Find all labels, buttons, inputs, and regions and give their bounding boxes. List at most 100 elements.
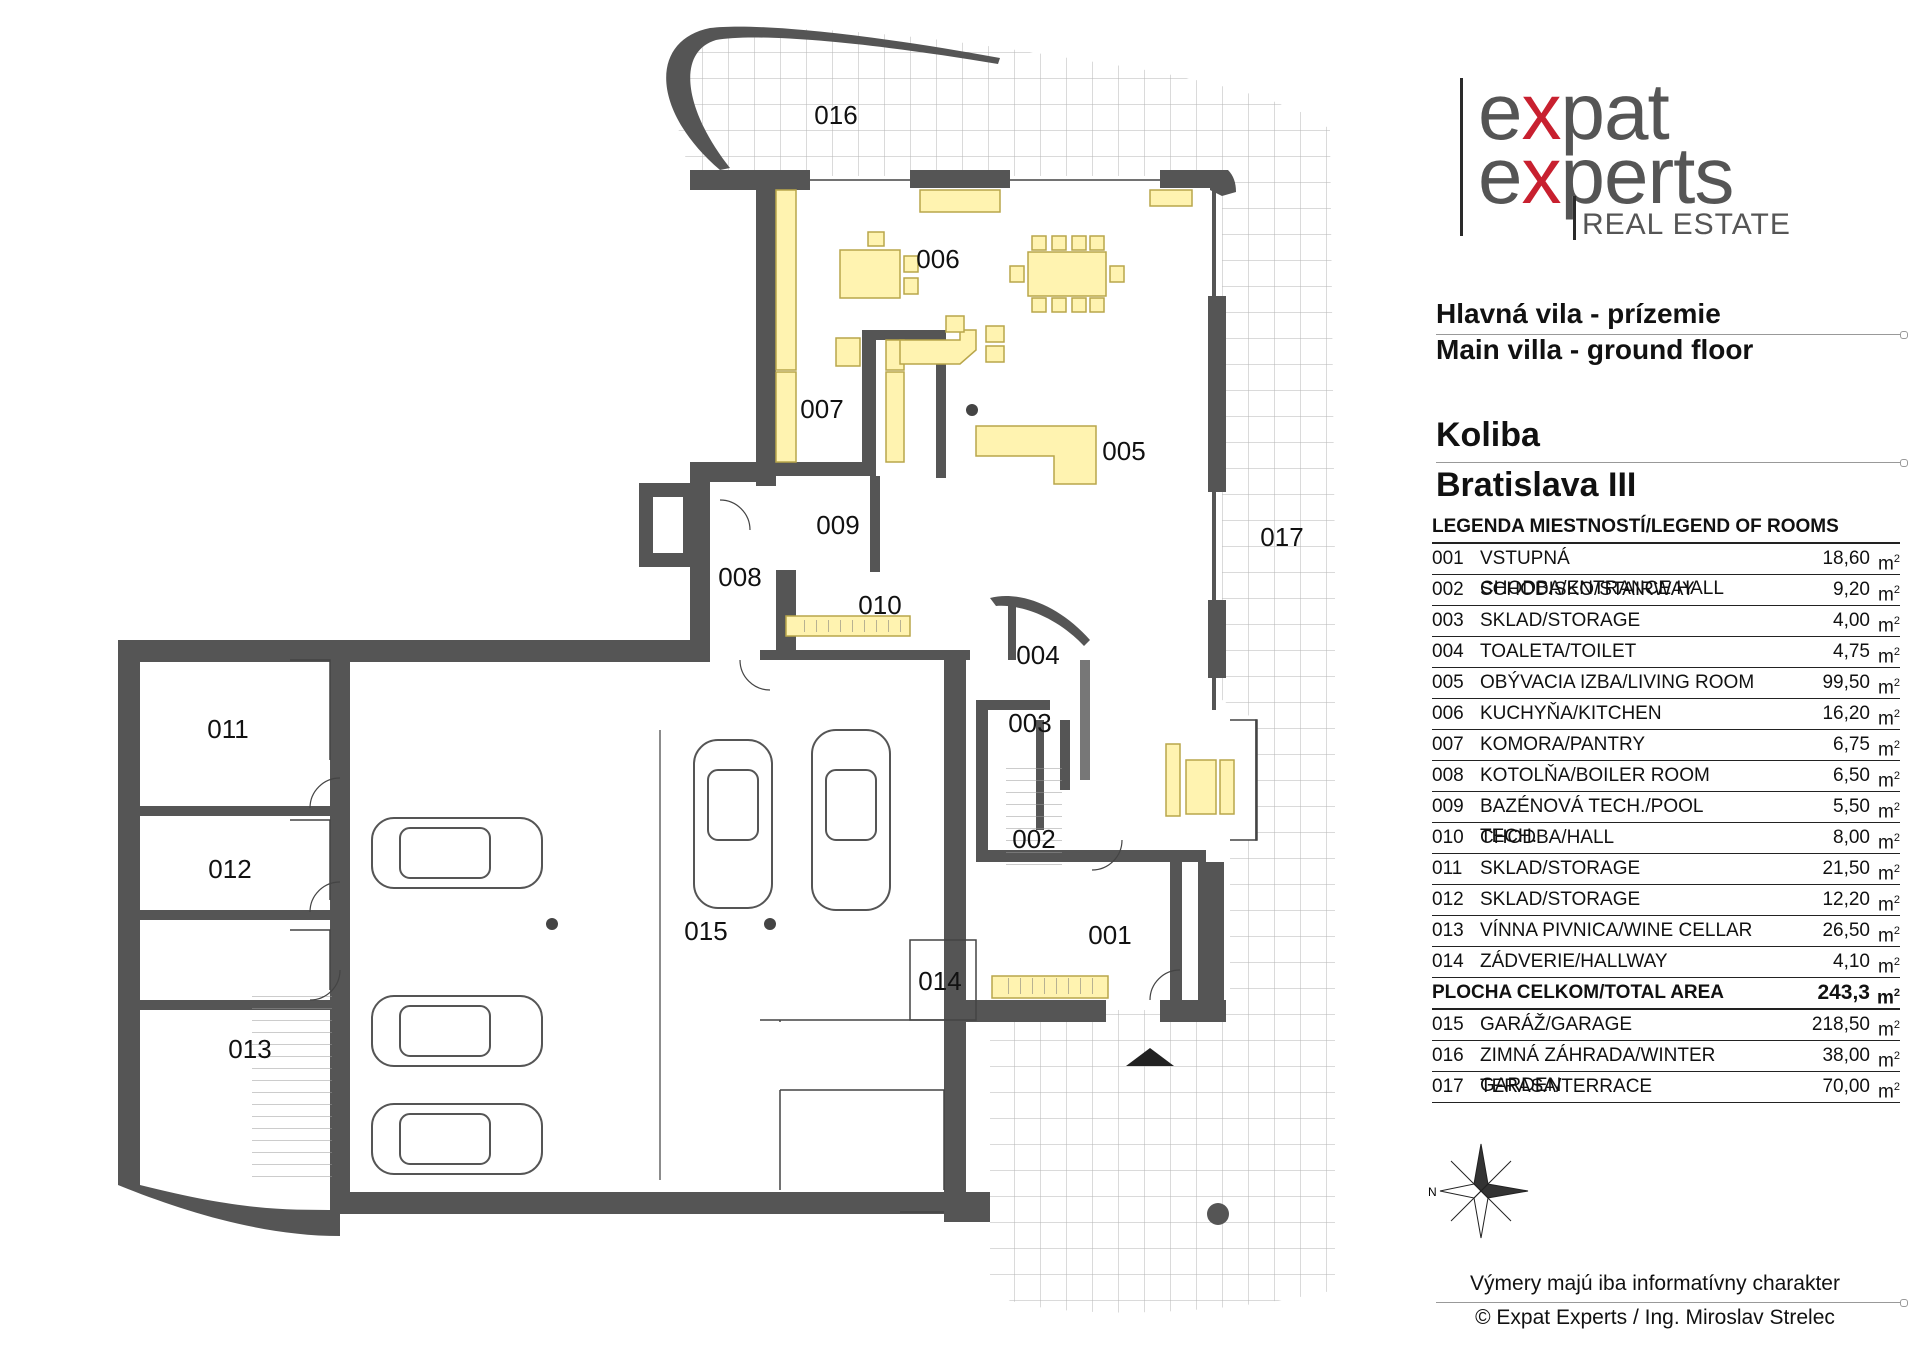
legend-row: 009 BAZÉNOVÁ TECH./POOL TECH. 5,50 m2 xyxy=(1432,792,1900,847)
legend-name: ZÁDVERIE/HALLWAY xyxy=(1480,951,1668,972)
legend-row: 012 SKLAD/STORAGE 12,20 m2 xyxy=(1432,885,1900,916)
legend-name: ZIMNÁ ZÁHRADA/WINTER GARDEN xyxy=(1480,1045,1716,1096)
legend-row: 014 ZÁDVERIE/HALLWAY 4,10 m2 xyxy=(1432,947,1900,978)
legend-area: 218,50 xyxy=(1811,1014,1870,1035)
legend-name: GARÁŽ/GARAGE xyxy=(1480,1014,1633,1035)
room-label-006: 006 xyxy=(916,244,959,274)
legend-num: 012 xyxy=(1432,889,1464,910)
locality-title: Koliba xyxy=(1436,416,1540,454)
legend-heading: LEGENDA MIESTNOSTÍ/LEGEND OF ROOMS xyxy=(1432,512,1900,544)
compass: N xyxy=(1426,1136,1536,1251)
room-label-013: 013 xyxy=(228,1034,271,1064)
legend-name: TOALETA/TOILET xyxy=(1480,641,1637,662)
legend-area: 18,60 xyxy=(1822,548,1870,569)
info-panel: expat experts REAL ESTATE Hlavná vila - … xyxy=(1420,0,1910,1356)
legend-unit: m2 xyxy=(1878,553,1900,575)
legend-area: 16,20 xyxy=(1822,703,1870,724)
legend-num: 013 xyxy=(1432,920,1464,941)
legend-area: 5,50 xyxy=(1833,796,1870,817)
legend-num: 004 xyxy=(1432,641,1464,662)
room-legend: LEGENDA MIESTNOSTÍ/LEGEND OF ROOMS 001 VS… xyxy=(1432,512,1900,1103)
legend-name: SKLAD/STORAGE xyxy=(1480,889,1641,910)
legend-num: 003 xyxy=(1432,610,1464,631)
legend-area: 12,20 xyxy=(1822,889,1870,910)
legend-name: VÍNNA PIVNICA/WINE CELLAR xyxy=(1480,920,1753,941)
expat-experts-logo: expat experts REAL ESTATE xyxy=(1442,36,1822,241)
legend-num: 007 xyxy=(1432,734,1464,755)
legend-num: 001 xyxy=(1432,548,1464,569)
room-label-009: 009 xyxy=(816,510,859,540)
logo-subtitle: REAL ESTATE xyxy=(1582,208,1791,241)
legend-area: 4,00 xyxy=(1833,610,1870,631)
legend-num: 011 xyxy=(1432,858,1463,879)
legend-row: 016 ZIMNÁ ZÁHRADA/WINTER GARDEN 38,00 m2 xyxy=(1432,1041,1900,1096)
legend-unit: m2 xyxy=(1878,801,1900,823)
legend-area: 4,10 xyxy=(1833,951,1870,972)
legend-num: 010 xyxy=(1432,827,1464,848)
legend-name: TERASA/TERRACE xyxy=(1480,1076,1653,1097)
legend-unit: m2 xyxy=(1878,894,1900,916)
legend-row: 006 KUCHYŇA/KITCHEN 16,20 m2 xyxy=(1432,699,1900,730)
legend-row: 007 KOMORA/PANTRY 6,75 m2 xyxy=(1432,730,1900,761)
legend-num: 008 xyxy=(1432,765,1464,786)
legend-unit: m2 xyxy=(1878,1019,1900,1041)
legend-unit: m2 xyxy=(1878,708,1900,730)
legend-name: OBÝVACIA IZBA/LIVING ROOM xyxy=(1480,672,1755,693)
legend-num: 017 xyxy=(1432,1076,1464,1097)
legend-unit: m2 xyxy=(1878,1050,1900,1072)
legend-num: 009 xyxy=(1432,796,1464,817)
garage-cars xyxy=(371,729,891,1175)
legend-num: 016 xyxy=(1432,1045,1464,1066)
legend-unit: m2 xyxy=(1878,832,1900,854)
legend-name: VSTUPNÁ CHODBA/ENTRANCE HALL xyxy=(1480,548,1724,599)
legend-name: BAZÉNOVÁ TECH./POOL TECH. xyxy=(1480,796,1703,847)
room-label-002: 002 xyxy=(1012,824,1055,854)
legend-unit: m2 xyxy=(1878,863,1900,885)
legend-unit: m2 xyxy=(1878,956,1900,978)
terrace-017 xyxy=(990,130,1335,1313)
columns xyxy=(546,404,1229,1225)
room-label-004: 004 xyxy=(1016,640,1059,670)
title-sk: Hlavná vila - prízemie xyxy=(1436,298,1721,329)
room-label-007: 007 xyxy=(800,394,843,424)
legend-area: 26,50 xyxy=(1822,920,1870,941)
legend-unit: m2 xyxy=(1878,615,1900,637)
room-label-005: 005 xyxy=(1102,436,1145,466)
logo-line-1: expat xyxy=(1478,67,1670,156)
legend-num: 006 xyxy=(1432,703,1464,724)
legend-area: 6,75 xyxy=(1833,734,1870,755)
room-label-010: 010 xyxy=(858,590,901,620)
district-title: Bratislava III xyxy=(1436,466,1637,504)
legend-num: 014 xyxy=(1432,951,1464,972)
legend-area: 38,00 xyxy=(1822,1045,1870,1066)
legend-row: 017 TERASA/TERRACE 70,00 m2 xyxy=(1432,1072,1900,1103)
legend-area: 6,50 xyxy=(1833,765,1870,786)
title-en: Main villa - ground floor xyxy=(1436,334,1754,365)
legend-name: KOMORA/PANTRY xyxy=(1480,734,1646,755)
legend-unit: m2 xyxy=(1878,1081,1900,1103)
compass-north-label: N xyxy=(1428,1185,1437,1199)
legend-num: 002 xyxy=(1432,579,1464,600)
legend-row: 001 VSTUPNÁ CHODBA/ENTRANCE HALL 18,60 m2 xyxy=(1432,544,1900,599)
legend-unit: m2 xyxy=(1876,987,1900,1009)
room-label-003: 003 xyxy=(1008,708,1051,738)
room-label-014: 014 xyxy=(918,966,961,996)
legend-area: 99,50 xyxy=(1822,672,1870,693)
legend-area: 8,00 xyxy=(1833,827,1870,848)
legend-name: SCHODISKO/STAIRWAY xyxy=(1480,579,1695,600)
room-label-012: 012 xyxy=(208,854,251,884)
legend-name: KUCHYŇA/KITCHEN xyxy=(1480,703,1662,724)
room-label-015: 015 xyxy=(684,916,727,946)
legend-unit: m2 xyxy=(1878,584,1900,606)
legend-unit: m2 xyxy=(1878,739,1900,761)
legend-area: 70,00 xyxy=(1822,1076,1870,1097)
